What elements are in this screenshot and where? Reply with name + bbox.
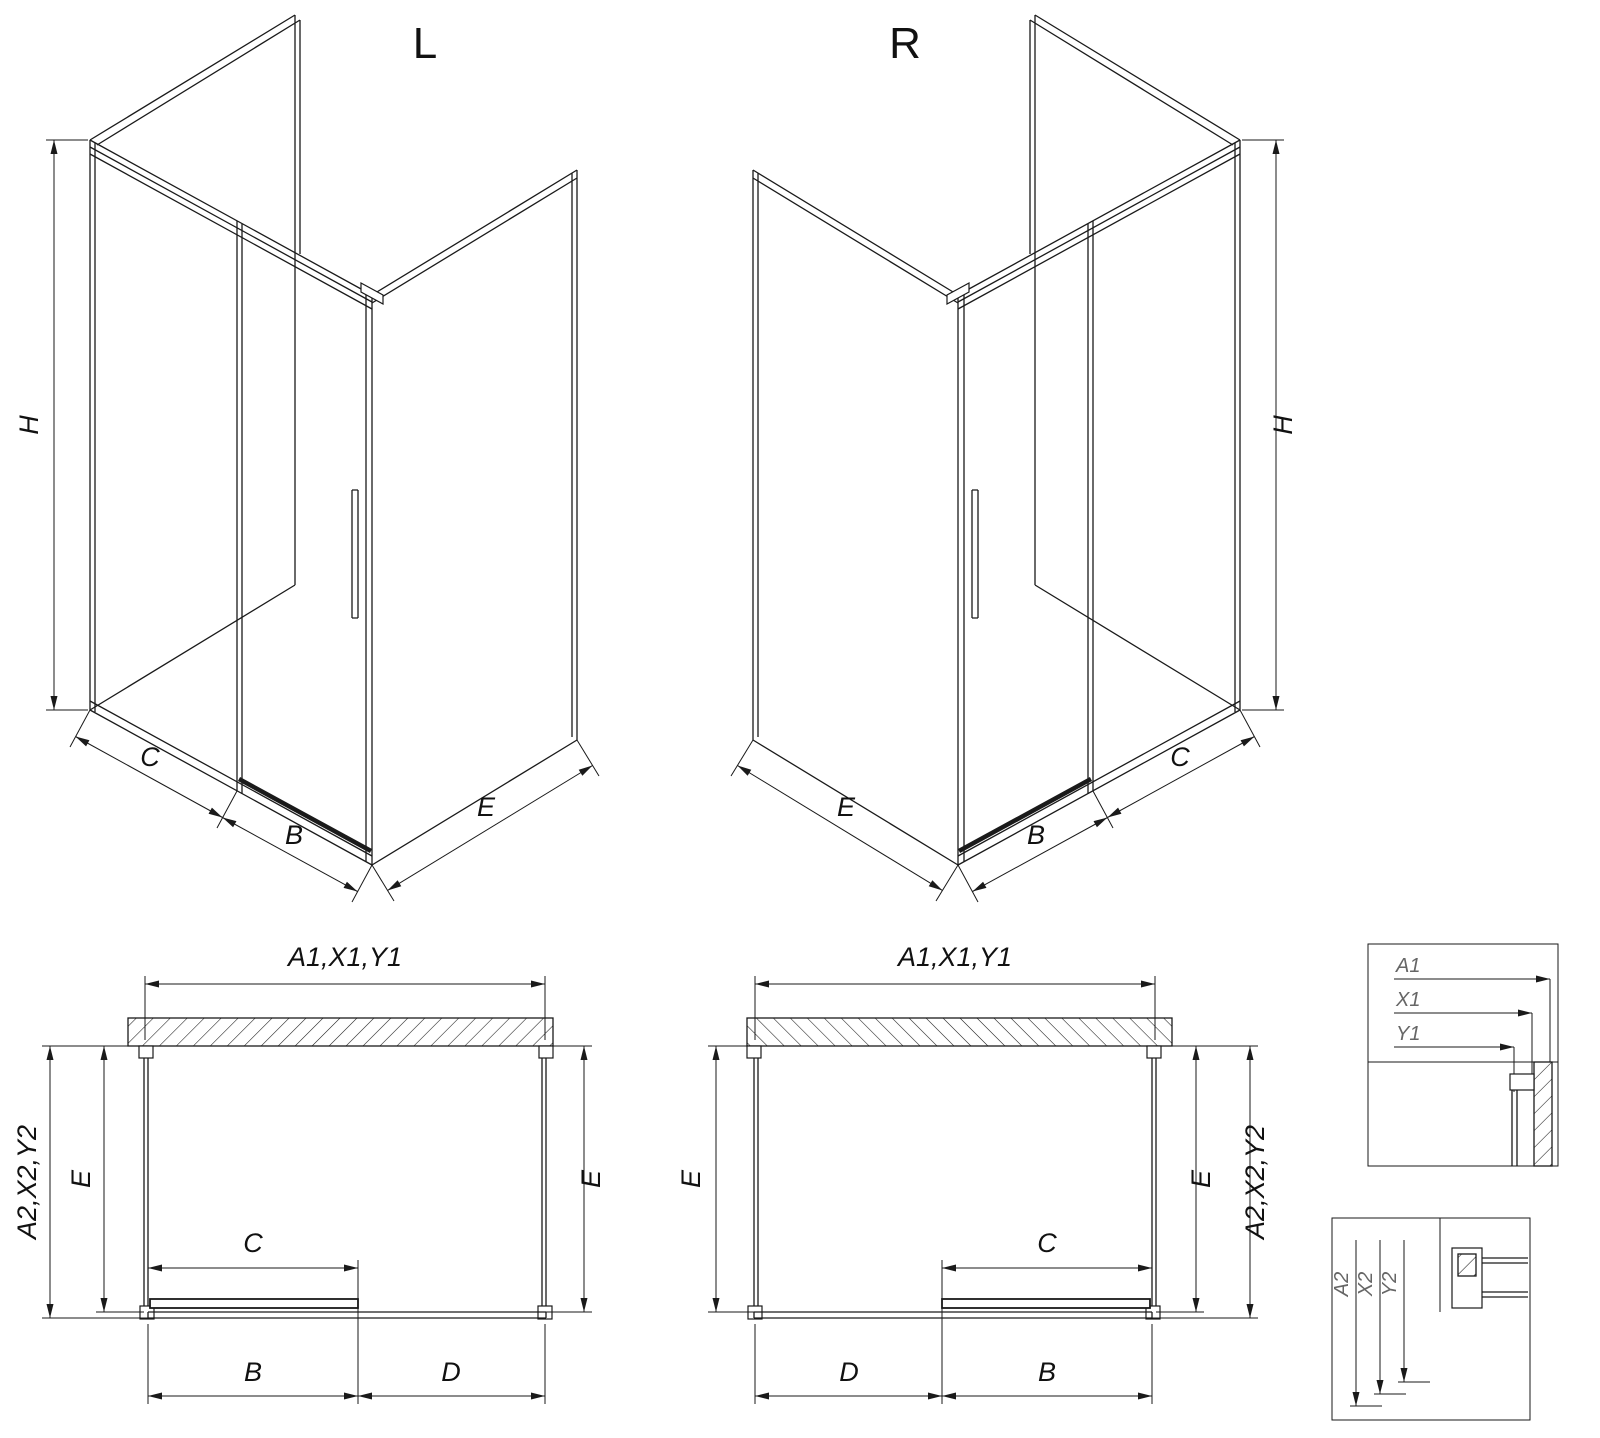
dim-label-e-right: E <box>837 792 856 822</box>
dim-label-b-left: B <box>285 820 303 850</box>
plan-left-geometry <box>42 976 592 1404</box>
dim-label-c-right: C <box>1170 742 1190 772</box>
detail-bottom-label-y2: Y2 <box>1379 1272 1401 1296</box>
detail-wall-hatch <box>1533 1061 1553 1167</box>
plan-right-dim-d: D <box>839 1357 859 1387</box>
iso-view-right: R H C B E <box>731 15 1298 902</box>
plan-right-geometry <box>708 976 1258 1404</box>
plan-left-dim-d: D <box>441 1357 461 1387</box>
iso-right-geometry <box>731 15 1284 902</box>
plan-left-dim-e-right: E <box>576 1169 606 1188</box>
dim-label-h-left: H <box>14 415 44 435</box>
detail-top-label-x1: X1 <box>1395 989 1420 1011</box>
detail-bottom-label-a2: A2 <box>1331 1272 1353 1297</box>
plan-right-dim-e-right: E <box>1186 1169 1216 1188</box>
detail-bottom-label-x2: X2 <box>1355 1272 1377 1297</box>
detail-profile-hatch <box>1457 1253 1477 1277</box>
plan-right-dim-outer: A2,X2,Y2 <box>1240 1125 1270 1241</box>
dim-label-c-left: C <box>140 742 160 772</box>
plan-left-dim-c: C <box>243 1228 263 1258</box>
view-label-left: L <box>413 19 437 68</box>
plan-right-dim-e-left: E <box>676 1169 706 1188</box>
detail-box-wall-profile: A1 X1 Y1 <box>1367 943 1559 1167</box>
dim-label-h-right: H <box>1268 415 1298 435</box>
iso-view-left: L H C B E <box>14 15 599 902</box>
plan-view-left: A1,X1,Y1 A2,X2,Y2 E E C B D <box>12 942 606 1404</box>
detail-top-label-a1: A1 <box>1395 955 1420 977</box>
plan-left-dim-top: A1,X1,Y1 <box>286 942 402 972</box>
iso-left-geometry <box>46 15 599 902</box>
dim-label-b-right: B <box>1027 820 1045 850</box>
detail-top-label-y1: Y1 <box>1396 1023 1420 1045</box>
detail-box-floor-profile: A2 X2 Y2 <box>1331 1217 1531 1421</box>
plan-right-dim-top: A1,X1,Y1 <box>896 942 1012 972</box>
plan-view-right: A1,X1,Y1 A2,X2,Y2 E E C B D <box>676 942 1270 1404</box>
plan-left-dim-b: B <box>244 1357 262 1387</box>
dim-label-e-left: E <box>477 792 496 822</box>
plan-right-dim-b: B <box>1038 1357 1056 1387</box>
view-label-right: R <box>889 19 921 68</box>
plan-left-dim-outer: A2,X2,Y2 <box>12 1125 42 1241</box>
plan-left-dim-e-left: E <box>66 1169 96 1188</box>
plan-right-dim-c: C <box>1037 1228 1057 1258</box>
